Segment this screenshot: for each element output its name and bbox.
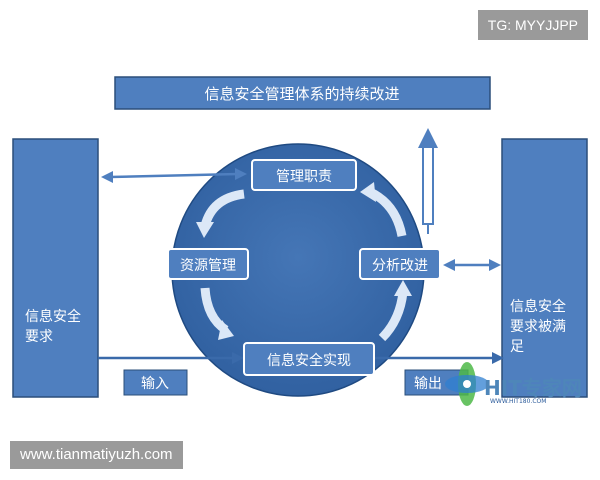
watermark-bottom-left: www.tianmatiyuzh.com — [10, 441, 183, 469]
right-satisfied-column — [501, 138, 588, 398]
diagram-title: 信息安全管理体系的持续改进 — [204, 85, 399, 103]
curved-arrow-left-to-bottom — [200, 287, 234, 340]
logo-emblem-icon — [445, 362, 489, 406]
right-double-arrow — [443, 259, 501, 271]
title-bar — [114, 76, 491, 110]
node-top-label: 管理职责 — [276, 169, 332, 185]
logo-url: WWW.HIT180.COM — [490, 398, 547, 405]
left-column-text-2: 要求 — [25, 329, 53, 345]
node-top — [251, 159, 357, 191]
node-bottom — [243, 342, 375, 376]
up-arrow-to-title — [418, 128, 438, 234]
input-arrow — [98, 352, 244, 364]
output-arrow — [374, 352, 504, 364]
node-bottom-label: 信息安全实现 — [267, 352, 351, 369]
curved-arrow-top-to-left — [196, 189, 245, 238]
node-left-label: 资源管理 — [180, 258, 236, 274]
watermark-top-right: TG: MYYJJPP — [477, 10, 588, 40]
left-requirement-column — [12, 138, 99, 398]
right-column-text-3: 足 — [510, 339, 524, 355]
node-left — [167, 248, 249, 280]
input-label-box — [123, 369, 188, 396]
input-label: 输入 — [141, 376, 169, 392]
curved-arrow-right-to-top — [360, 182, 407, 237]
node-right-label: 分析改进 — [372, 258, 428, 274]
right-column-text-2: 要求被满 — [510, 319, 566, 335]
left-column-text-1: 信息安全 — [25, 308, 81, 325]
output-label: 输出 — [414, 376, 442, 392]
node-right — [359, 248, 441, 280]
right-column-text-1: 信息安全 — [510, 298, 566, 315]
logo-name: HIT专家网 — [484, 376, 582, 400]
left-top-double-arrow — [101, 168, 247, 183]
curved-arrow-bottom-to-right — [378, 280, 412, 342]
